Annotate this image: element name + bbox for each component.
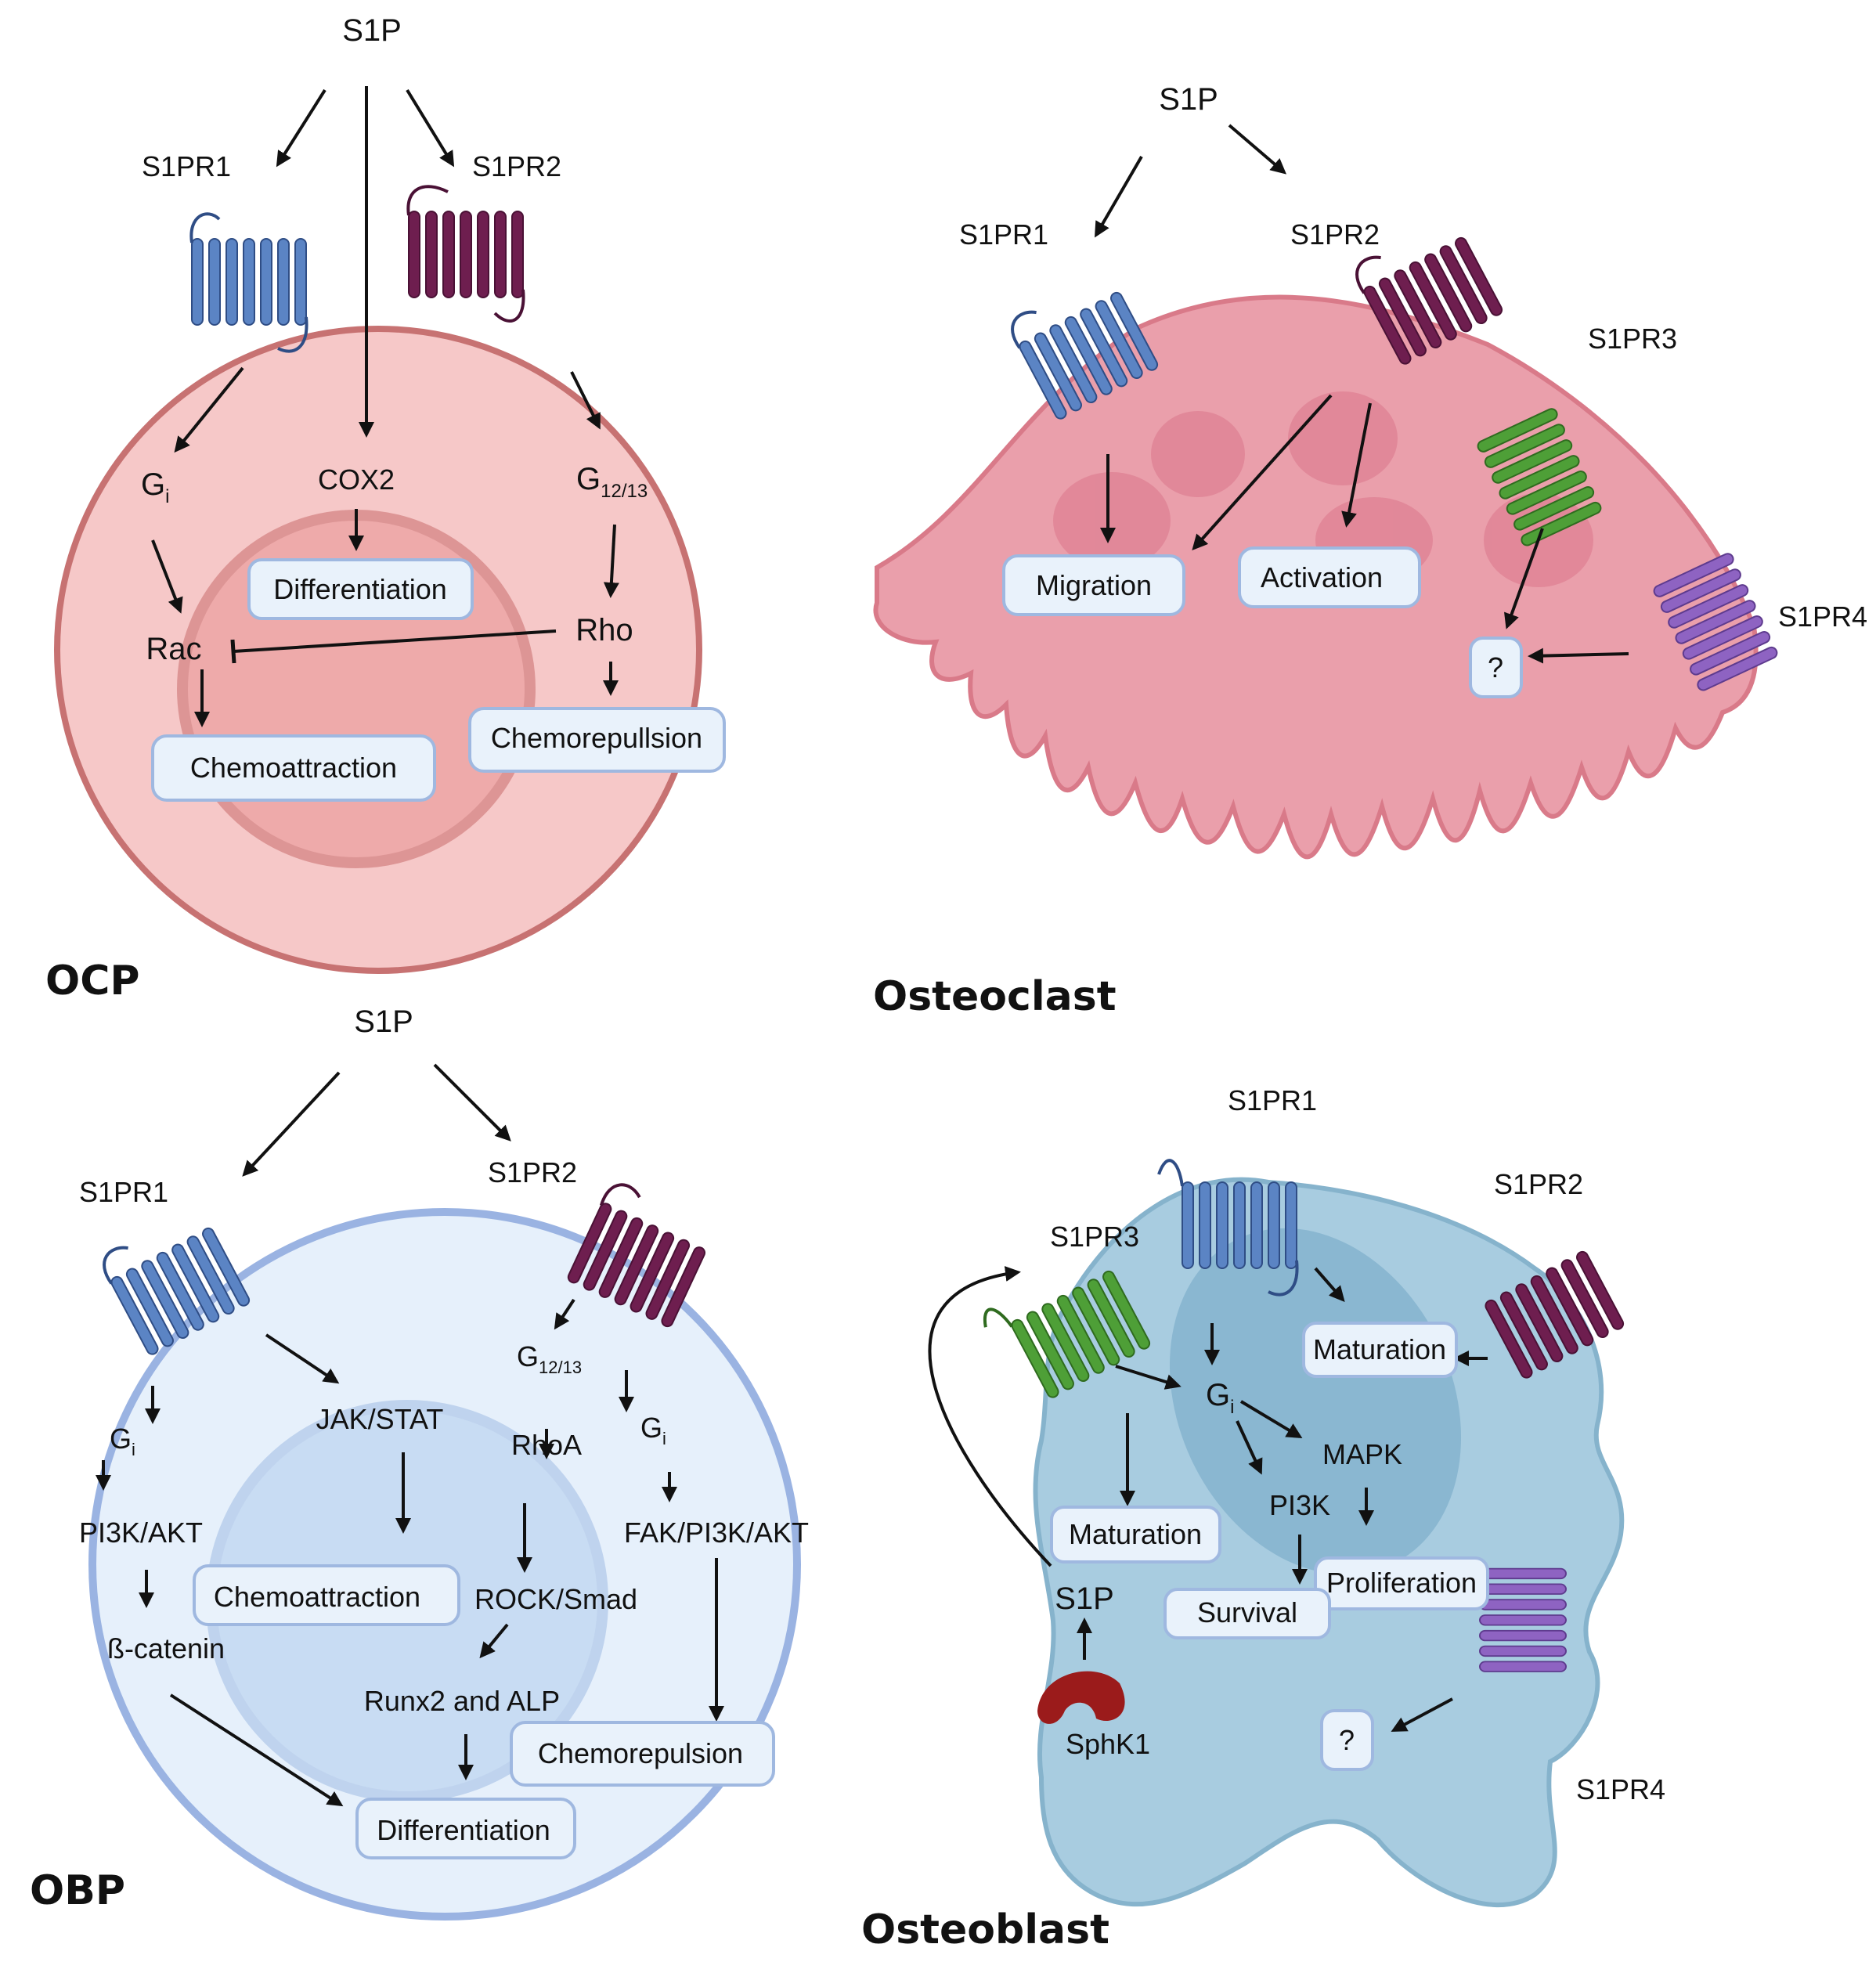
osteoclast-s1pr2-receptor [1355, 235, 1505, 367]
ocp-s1pr2-receptor [406, 185, 525, 323]
osteoclast-unknown-text: ? [1488, 651, 1503, 683]
osteoblast-s1pr3-receptor [983, 1268, 1153, 1401]
osteoclast-arrows [1094, 124, 1629, 664]
osteoblast-maturation-top-text: Maturation [1313, 1333, 1446, 1365]
ocp-s1pr1-receptor [189, 212, 308, 353]
ocp-chemorepulsion-box: Chemorepullsion [468, 707, 726, 773]
osteoblast-sphk1-label: SphK1 [1066, 1728, 1150, 1760]
obp-gi-label: Gi [110, 1423, 135, 1459]
ocp-cox2-label: COX2 [318, 463, 395, 496]
obp-pi3kakt-label: PI3K/AKT [79, 1517, 203, 1549]
obp-differentiation-box: Differentiation [355, 1798, 576, 1859]
obp-receptor2-label: S1PR2 [488, 1156, 577, 1188]
ocp-title: OCP [45, 958, 139, 1004]
osteoclast-receptor3-label: S1PR3 [1588, 323, 1677, 355]
osteoclast-unknown-box: ? [1469, 637, 1523, 698]
osteoblast-sphk1-enzyme [1037, 1671, 1125, 1724]
osteoblast-proliferation-box: Proliferation [1314, 1556, 1489, 1610]
osteoclast-migration-text: Migration [1036, 569, 1152, 601]
ocp-rho-label: Rho [575, 613, 633, 647]
obp-differentiation-text: Differentiation [377, 1814, 550, 1846]
osteoclast-receptor4-label: S1PR4 [1778, 601, 1867, 633]
osteoblast-s1p-label: S1P [1055, 1582, 1114, 1616]
ocp-g1213-label: G12/13 [576, 462, 648, 502]
osteoclast-receptor2-label: S1PR2 [1290, 218, 1380, 251]
obp-arrows [96, 1063, 724, 1807]
obp-rhoa-label: RhoA [511, 1429, 582, 1461]
osteoblast-receptor2-label: S1PR2 [1494, 1168, 1583, 1200]
obp-chemoattraction-text: Chemoattraction [214, 1581, 420, 1613]
ocp-chemoattraction-text: Chemoattraction [190, 752, 397, 784]
osteoblast-mapk-label: MAPK [1322, 1438, 1402, 1470]
ocp-ligand-s1p: S1P [342, 13, 402, 48]
osteoclast-title: Osteoclast [873, 973, 1117, 1020]
osteoblast-pi3k-label: PI3K [1269, 1489, 1330, 1521]
ocp-rac-label: Rac [146, 632, 201, 666]
obp-s1pr2-receptor [565, 1183, 708, 1329]
obp-ligand-s1p: S1P [354, 1004, 413, 1039]
obp-runx2-label: Runx2 and ALP [364, 1685, 560, 1717]
osteoblast-survival-text: Survival [1197, 1596, 1297, 1628]
obp-chemoattraction-box: Chemoattraction [193, 1564, 460, 1626]
obp-fak-label: FAK/PI3K/AKT [624, 1517, 809, 1549]
obp-gi2-label: Gi [640, 1412, 666, 1448]
ocp-differentiation-box: Differentiation [247, 558, 474, 620]
osteoblast-autocrine-arrow [928, 1266, 1052, 1567]
osteoblast-survival-box: Survival [1163, 1588, 1331, 1639]
osteoblast-receptor3-label: S1PR3 [1050, 1221, 1139, 1253]
osteoclast-receptor1-label: S1PR1 [959, 218, 1048, 251]
osteoclast-activation-text: Activation [1261, 561, 1383, 593]
ocp-receptor1-label: S1PR1 [142, 150, 231, 182]
osteoblast-unknown-text: ? [1339, 1724, 1355, 1756]
ocp-rho-inhibits-rac [233, 629, 557, 653]
obp-catenin-label: ß-catenin [107, 1632, 225, 1664]
ocp-differentiation-text: Differentiation [273, 573, 446, 605]
ocp-chemorepulsion-text: Chemorepullsion [491, 722, 702, 754]
osteoblast-panel: S1PR1 S1PR2 S1PR3 S1PR4 Gi MAPK PI3K S1P… [861, 1084, 1665, 1953]
osteoblast-maturation-left-text: Maturation [1069, 1518, 1202, 1550]
ocp-panel: S1P S1PR1 S1PR2 Gi COX2 G12/13 Rac Rho D… [45, 13, 726, 1004]
obp-jakstat-label: JAK/STAT [316, 1403, 444, 1435]
osteoblast-title: Osteoblast [861, 1906, 1109, 1953]
osteoclast-s1pr1-receptor [1011, 290, 1160, 422]
osteoblast-unknown-box: ? [1320, 1709, 1374, 1771]
ocp-gi-label: Gi [141, 467, 169, 507]
obp-panel: S1P S1PR1 S1PR2 Gi JAK/STAT G12/13 Gi PI… [30, 1004, 809, 1921]
ocp-chemoattraction-box: Chemoattraction [151, 734, 436, 802]
obp-receptor1-label: S1PR1 [79, 1176, 168, 1208]
osteoblast-proliferation-text: Proliferation [1326, 1567, 1477, 1599]
osteoblast-s1pr4-receptor [1479, 1567, 1567, 1672]
osteoblast-nucleus [1169, 1228, 1462, 1575]
obp-s1pr1-receptor [103, 1225, 252, 1358]
obp-g1213-label: G12/13 [517, 1340, 582, 1377]
osteoblast-arrows [1077, 1267, 1488, 1732]
obp-rocksmad-label: ROCK/Smad [474, 1583, 637, 1615]
ocp-receptor2-label: S1PR2 [472, 150, 561, 182]
osteoclast-activation-box: Activation [1238, 546, 1421, 608]
osteoblast-receptor1-label: S1PR1 [1228, 1084, 1317, 1116]
obp-chemorepulsion-box: Chemorepulsion [510, 1721, 775, 1787]
ocp-inhibition-bar [230, 639, 236, 664]
osteoblast-receptor4-label: S1PR4 [1576, 1773, 1665, 1805]
osteoclast-ligand-s1p: S1P [1159, 82, 1218, 117]
ocp-arrows [151, 86, 619, 727]
osteoblast-s1pr1-receptor [1157, 1159, 1299, 1297]
osteoblast-gi-label: Gi [1206, 1378, 1234, 1418]
osteoclast-panel: S1P S1PR1 S1PR2 S1PR3 S1PR4 Migration Ac… [873, 82, 1867, 1020]
osteoblast-maturation-left-box: Maturation [1050, 1506, 1221, 1563]
osteoblast-maturation-top-box: Maturation [1302, 1322, 1458, 1378]
osteoclast-migration-box: Migration [1002, 554, 1185, 616]
obp-chemorepulsion-text: Chemorepulsion [538, 1737, 743, 1769]
obp-title: OBP [30, 1867, 125, 1914]
